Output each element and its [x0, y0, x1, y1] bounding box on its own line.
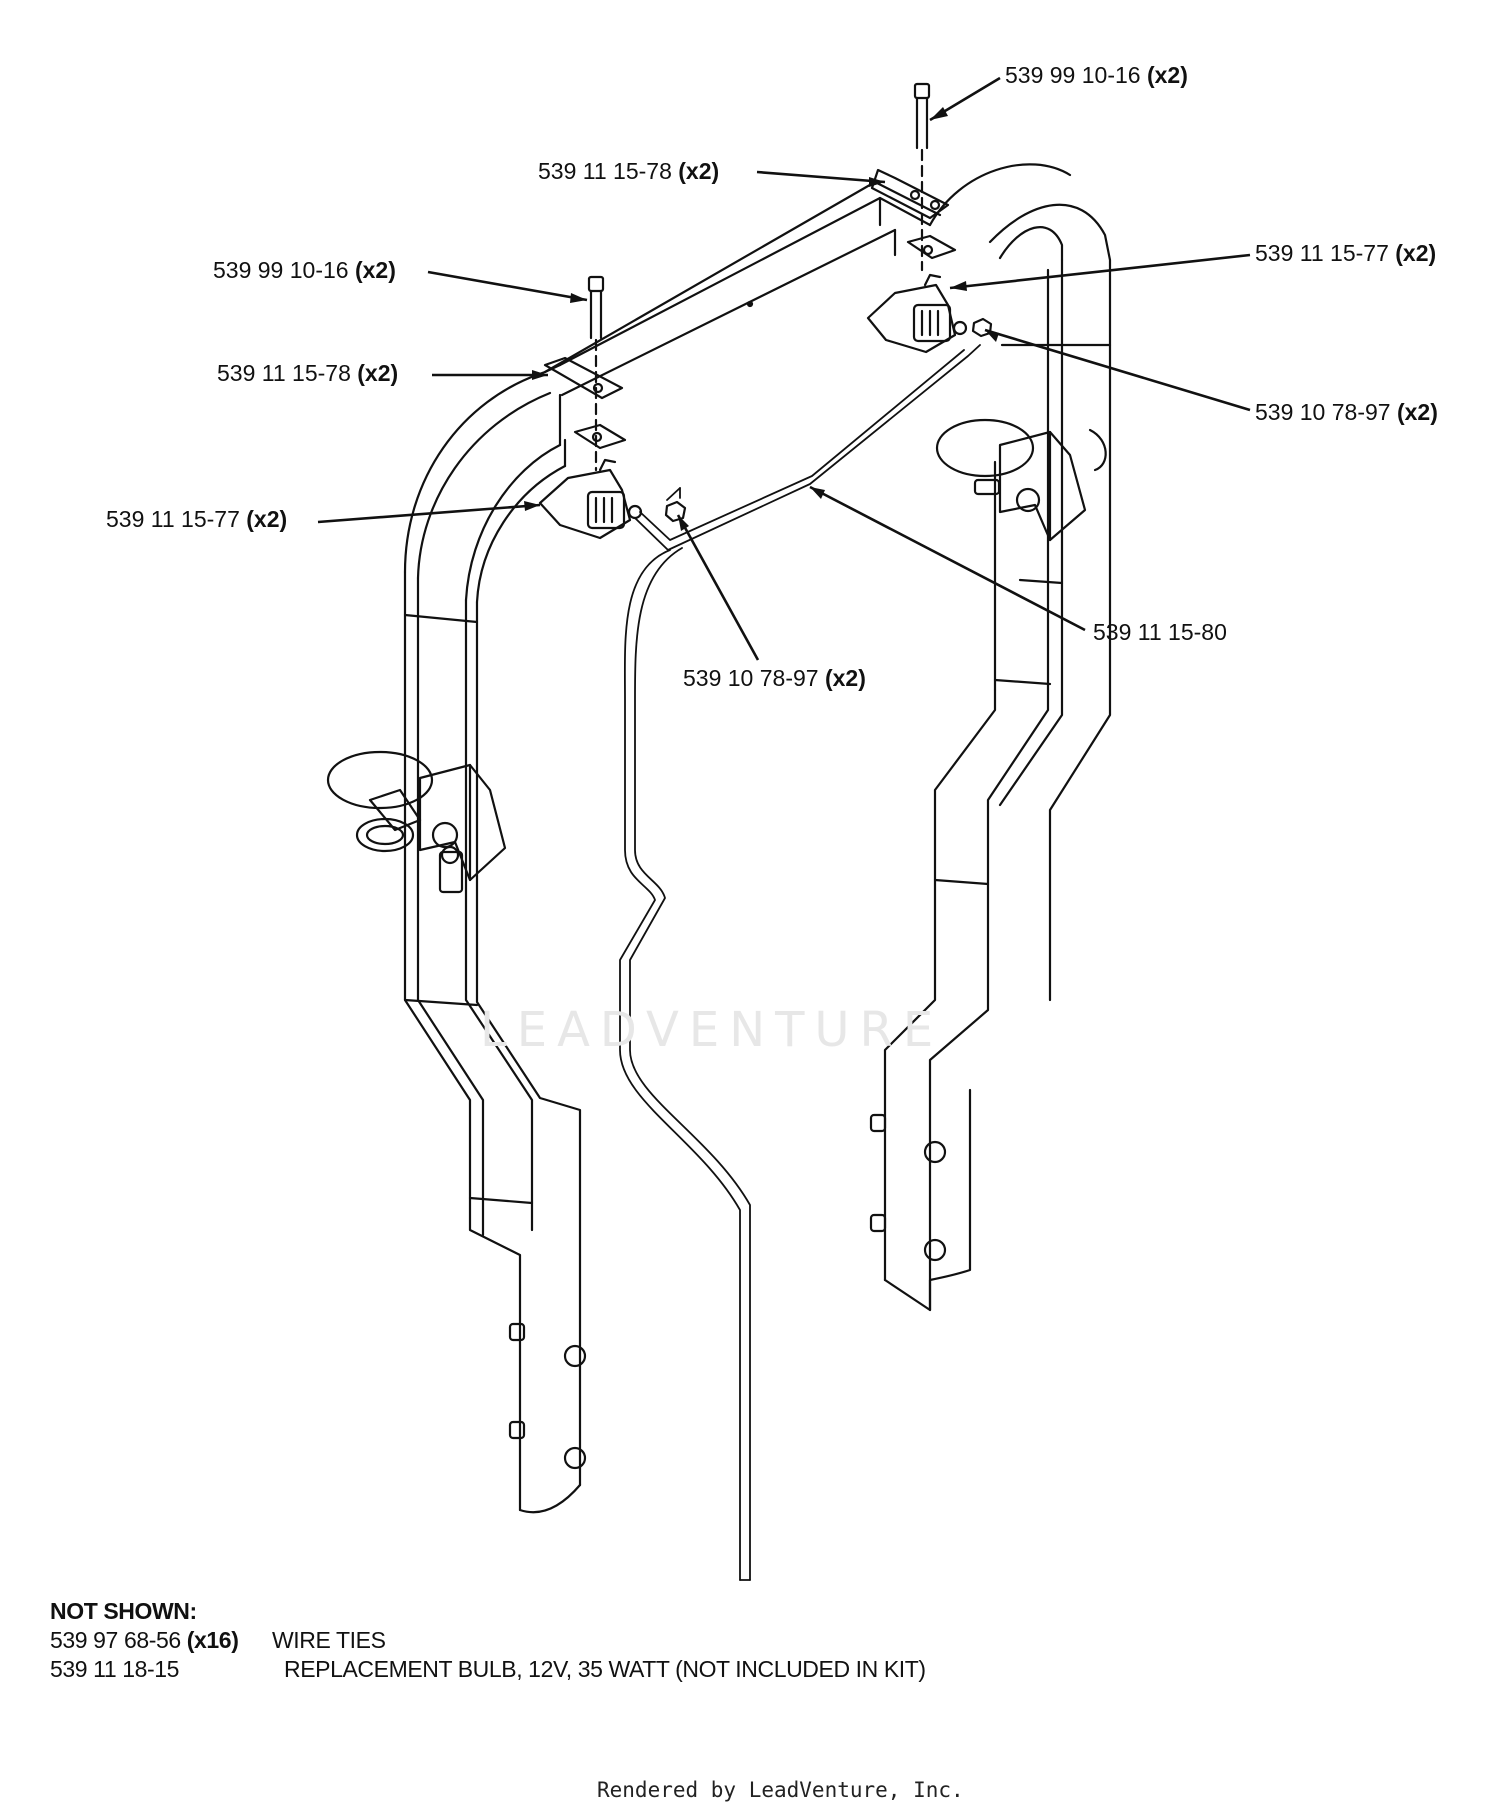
leader-arrowheads	[524, 107, 999, 531]
left-hitch-clamp	[326, 750, 507, 894]
callout-part: 539 10 78-97	[1255, 399, 1391, 425]
callout-qty: (x2)	[1396, 399, 1438, 425]
watermark: LEADVENTURE	[480, 1002, 944, 1058]
callout-part: 539 11 15-80	[1093, 619, 1227, 645]
not-shown-qty: (x16)	[186, 1627, 239, 1653]
not-shown-description: REPLACEMENT BULB, 12V, 35 WATT (NOT INCL…	[284, 1656, 926, 1682]
callout-qty: (x2)	[1146, 62, 1188, 88]
left-bolt	[587, 275, 605, 472]
callout-left-nut: 539 10 78-97 (x2)	[683, 667, 866, 690]
light-bar-crossmember	[543, 180, 942, 468]
left-tube-pins	[508, 1322, 587, 1470]
not-shown-title: NOT SHOWN:	[50, 1598, 197, 1624]
right-frame-tube	[883, 163, 1112, 1312]
left-frame-tube	[403, 363, 582, 1514]
callout-qty: (x2)	[246, 506, 288, 532]
not-shown-item: 539 11 18-15 REPLACEMENT BULB, 12V, 35 W…	[50, 1655, 926, 1684]
not-shown-part: 539 11 18-15	[50, 1656, 180, 1682]
callout-right-light: 539 11 15-77 (x2)	[1255, 242, 1436, 265]
right-light-assembly	[866, 273, 968, 354]
callout-part: 539 11 15-77	[1255, 240, 1389, 266]
callout-part: 539 11 15-78	[217, 360, 351, 386]
callout-left-strap: 539 11 15-78 (x2)	[217, 362, 398, 385]
callout-qty: (x2)	[824, 665, 866, 691]
callout-qty: (x2)	[354, 257, 396, 283]
callout-qty: (x2)	[357, 360, 399, 386]
callout-part: 539 99 10-16	[1005, 62, 1141, 88]
left-mounting-strap	[543, 356, 627, 450]
not-shown-part: 539 97 68-56	[50, 1627, 181, 1653]
callout-left-light: 539 11 15-77 (x2)	[106, 508, 287, 531]
left-nut	[664, 500, 687, 523]
right-tube-pins	[869, 1113, 947, 1262]
callout-harness: 539 11 15-80	[1093, 621, 1227, 644]
callout-left-bolt: 539 99 10-16 (x2)	[213, 259, 396, 282]
callout-right-nut: 539 10 78-97 (x2)	[1255, 401, 1438, 424]
callout-part: 539 11 15-78	[538, 158, 672, 184]
leader-lines	[317, 76, 1251, 661]
callout-qty: (x2)	[1395, 240, 1437, 266]
render-credit: Rendered by LeadVenture, Inc.	[597, 1778, 964, 1802]
not-shown-item: 539 97 68-56 (x16) WIRE TIES	[50, 1626, 386, 1655]
wiring-harness	[619, 344, 981, 1581]
callout-qty: (x2)	[678, 158, 720, 184]
callout-part: 539 11 15-77	[106, 506, 240, 532]
not-shown-notes: NOT SHOWN: 539 97 68-56 (x16) WIRE TIES …	[50, 1597, 926, 1684]
right-bolt	[913, 82, 931, 272]
right-hitch-clamp	[935, 418, 1107, 542]
callout-part: 539 99 10-16	[213, 257, 349, 283]
callout-right-strap: 539 11 15-78 (x2)	[538, 160, 719, 183]
callout-right-bolt: 539 99 10-16 (x2)	[1005, 64, 1188, 87]
not-shown-description: WIRE TIES	[272, 1627, 386, 1653]
callout-part: 539 10 78-97	[683, 665, 819, 691]
